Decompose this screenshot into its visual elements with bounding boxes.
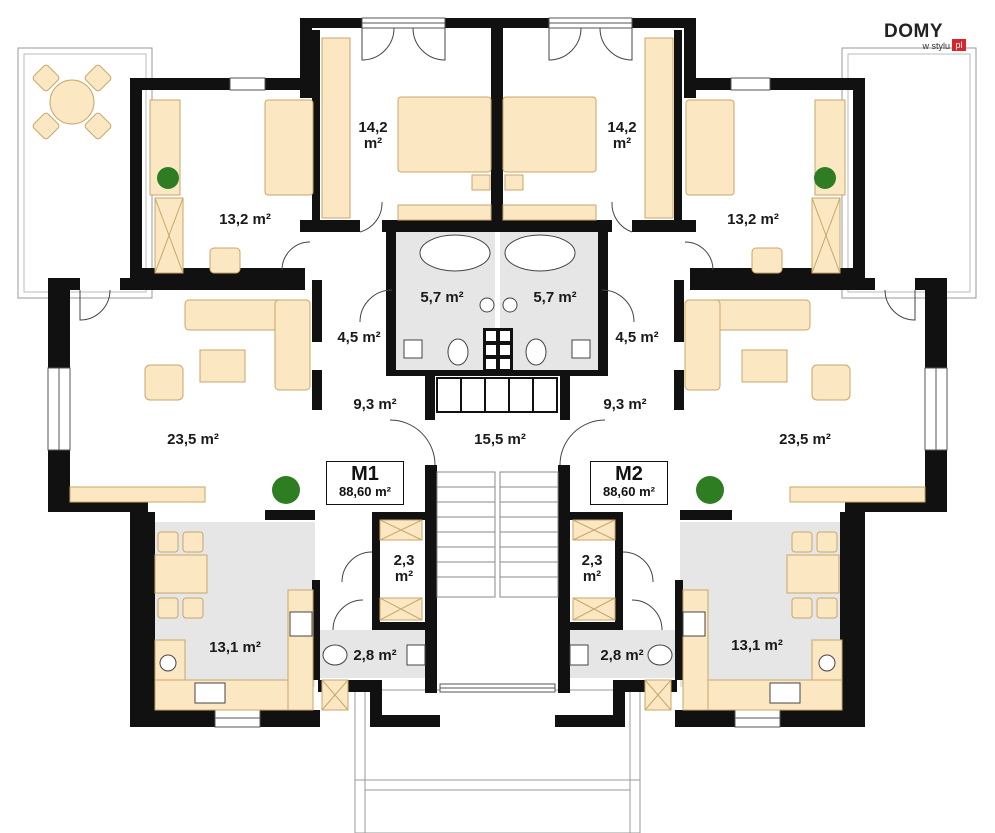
room-label-m1-hall: 9,3 m²	[353, 396, 397, 413]
plants	[157, 167, 836, 504]
door-swings	[79, 27, 916, 631]
stair-landing-grid	[436, 377, 558, 413]
furniture	[69, 37, 926, 711]
room-label-m1-living: 23,5 m²	[167, 431, 219, 448]
room-label-m2-living: 23,5 m²	[779, 431, 831, 448]
terrace-furniture	[32, 64, 112, 140]
walls	[48, 18, 947, 727]
room-label-m2-hall: 9,3 m²	[603, 396, 647, 413]
room-label-m2-bathroom: 5,7 m²	[533, 289, 577, 306]
entrance-steps	[354, 689, 641, 833]
room-label-m1-corridor: 4,5 m²	[337, 329, 381, 346]
apartment-box-m1: M1 88,60 m²	[326, 461, 404, 505]
bathroom-fixtures	[159, 234, 836, 704]
brand-logo: DOMY w stylu pl	[884, 22, 966, 52]
room-label-m1-kitchen: 13,1 m²	[209, 639, 261, 656]
room-label-m1-side-bedroom: 13,2 m²	[219, 211, 271, 228]
apartment-area-m2: 88,60 m²	[602, 484, 656, 499]
room-label-m2-side-bedroom: 13,2 m²	[727, 211, 779, 228]
room-label-m2-corridor: 4,5 m²	[615, 329, 659, 346]
stair-landing-lines	[460, 378, 534, 412]
staircase	[436, 471, 559, 598]
ventilation-cells	[486, 331, 510, 369]
wardrobe-crosses	[154, 197, 841, 711]
apartment-area-m1: 88,60 m²	[338, 484, 392, 499]
tiled-floors	[155, 230, 845, 687]
room-label-m2-wc: 2,8 m²	[600, 647, 644, 664]
room-label-m1-wc: 2,8 m²	[353, 647, 397, 664]
room-label-m1-bathroom: 5,7 m²	[420, 289, 464, 306]
room-label-staircase: 15,5 m²	[474, 431, 526, 448]
apartment-box-m2: M2 88,60 m²	[590, 461, 668, 505]
window-lines	[58, 22, 937, 719]
apartment-code-m2: M2	[615, 463, 643, 485]
apartment-code-m1: M1	[351, 463, 379, 485]
room-label-m2-kitchen: 13,1 m²	[731, 637, 783, 654]
